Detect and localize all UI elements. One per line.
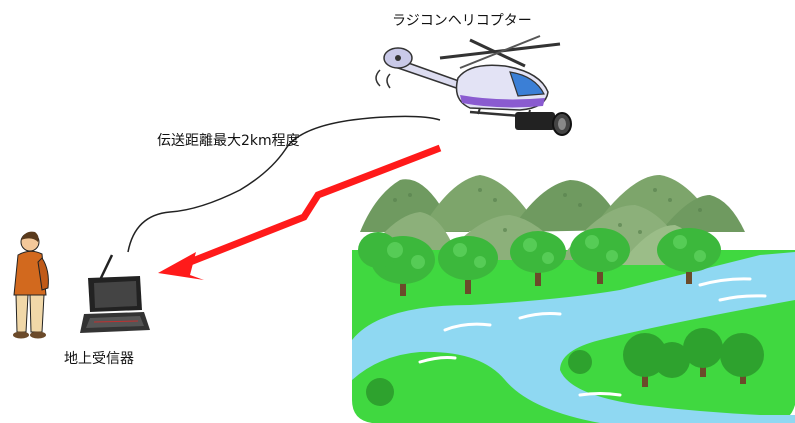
helicopter-icon — [375, 35, 572, 136]
distance-brace — [127, 115, 441, 253]
receiver-label: 地上受信器 — [64, 351, 134, 367]
receiver-laptop-icon — [80, 254, 150, 333]
river-ripples — [418, 277, 767, 397]
signal-arrow — [158, 144, 442, 280]
person-icon — [13, 231, 49, 339]
trees — [358, 228, 764, 406]
river — [352, 252, 795, 423]
distance-label: 伝送距離最大2km程度 — [157, 133, 300, 149]
landscape — [352, 175, 795, 423]
helicopter-label: ラジコンヘリコプター — [392, 13, 532, 29]
